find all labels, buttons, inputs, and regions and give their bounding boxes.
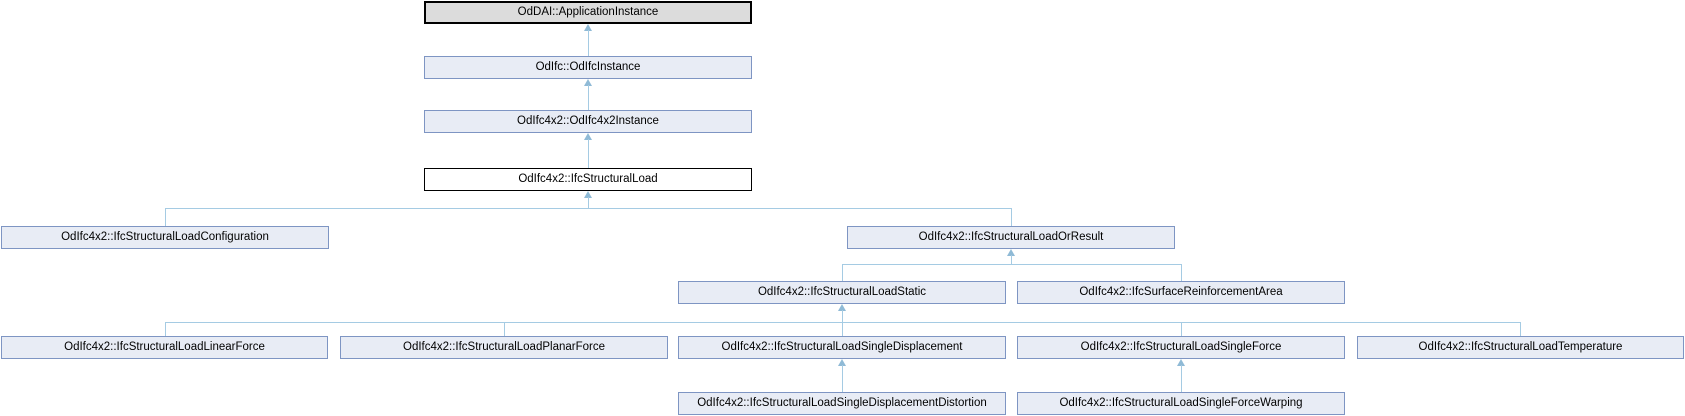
inheritance-edge-line [165,208,166,226]
arrow-up-icon [584,79,592,86]
inheritance-edge-line [842,264,843,281]
inheritance-edge-line [165,322,166,336]
inheritance-edge-line [504,322,505,336]
inheritance-edge-line [588,30,589,56]
arrow-up-icon [1177,359,1185,366]
class-node-odifc-odifcinstance[interactable]: OdIfc::OdIfcInstance [424,56,752,79]
inheritance-edge-line [842,264,1182,265]
class-node-ifcstructuralload-current: OdIfc4x2::IfcStructuralLoad [424,168,752,191]
arrow-up-icon [584,191,592,198]
class-node-ifcstructuralloadsingleforcewarping[interactable]: OdIfc4x2::IfcStructuralLoadSingleForceWa… [1017,392,1345,415]
inheritance-edge-line [842,322,843,336]
class-node-ifcstructuralloadlinearforce[interactable]: OdIfc4x2::IfcStructuralLoadLinearForce [1,336,328,359]
inheritance-edge-line [842,365,843,392]
arrow-up-icon [1007,249,1015,256]
class-node-odifc4x2-odifc4x2instance[interactable]: OdIfc4x2::OdIfc4x2Instance [424,110,752,133]
arrow-up-icon [838,359,846,366]
class-node-ifcstructuralloadplanarforce[interactable]: OdIfc4x2::IfcStructuralLoadPlanarForce [340,336,668,359]
inheritance-edge-line [1011,255,1012,264]
inheritance-edge-line [588,85,589,110]
class-node-ifcstructuralloadsingleforce[interactable]: OdIfc4x2::IfcStructuralLoadSingleForce [1017,336,1345,359]
arrow-up-icon [584,24,592,31]
inheritance-edge-line [1181,264,1182,281]
inheritance-edge-line [1011,208,1012,226]
inheritance-edge-line [588,197,589,208]
class-node-ifcstructuralloadtemperature[interactable]: OdIfc4x2::IfcStructuralLoadTemperature [1357,336,1684,359]
class-node-ifcstructuralloadorresult[interactable]: OdIfc4x2::IfcStructuralLoadOrResult [847,226,1175,249]
class-node-ifcstructuralloadsingledisplacementdistortion[interactable]: OdIfc4x2::IfcStructuralLoadSingleDisplac… [678,392,1006,415]
class-node-ifcstructuralloadconfiguration[interactable]: OdIfc4x2::IfcStructuralLoadConfiguration [1,226,329,249]
inheritance-edge-line [588,139,589,168]
class-node-ifcstructuralloadsingledisplacement[interactable]: OdIfc4x2::IfcStructuralLoadSingleDisplac… [678,336,1006,359]
inheritance-edge-line [1181,365,1182,392]
inheritance-edge-line [1181,322,1182,336]
class-node-ifcsurfacereinforcementarea[interactable]: OdIfc4x2::IfcSurfaceReinforcementArea [1017,281,1345,304]
inheritance-edge-line [165,208,1012,209]
class-node-oddai-applicationinstance: OdDAI::ApplicationInstance [424,1,752,24]
inheritance-edge-line [1520,322,1521,336]
arrow-up-icon [584,133,592,140]
inheritance-edge-line [165,322,1521,323]
arrow-up-icon [838,304,846,311]
inheritance-edge-line [842,310,843,322]
class-node-ifcstructuralloadstatic[interactable]: OdIfc4x2::IfcStructuralLoadStatic [678,281,1006,304]
